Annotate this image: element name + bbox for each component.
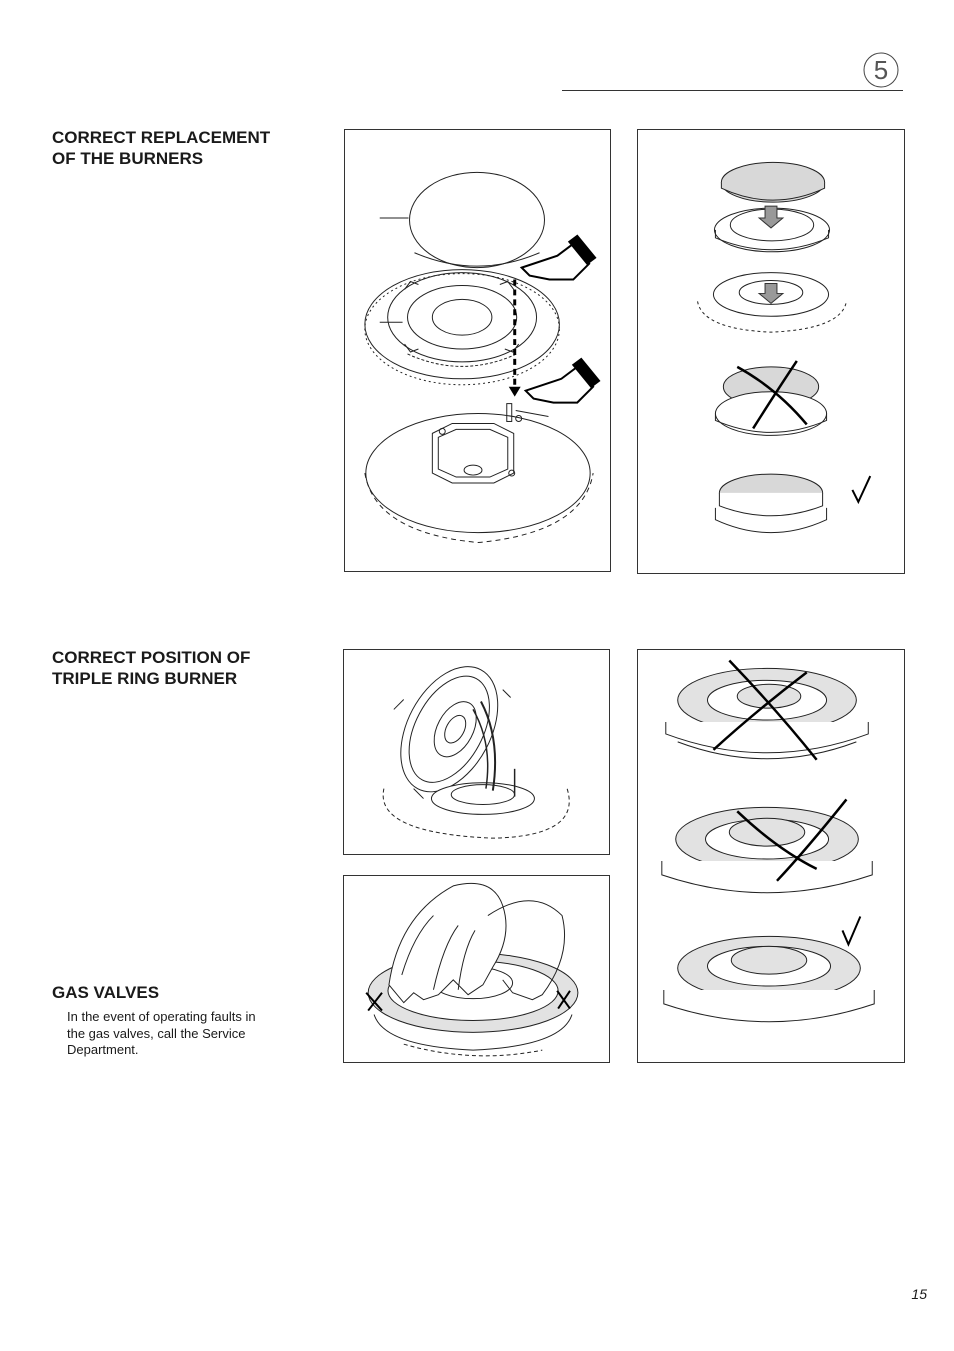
wrong-mark-icon — [736, 360, 808, 430]
arrow-down-icon — [757, 205, 785, 305]
figure-triple-ring-fitting — [343, 649, 610, 855]
figure-burner-cap-correct-incorrect — [637, 129, 905, 574]
burner-cap-check-illustration — [697, 161, 872, 534]
triple-ring-lift-illustration — [382, 666, 570, 839]
section-title-burner-replacement: CORRECT REPLACEMENT OF THE BURNERS — [52, 128, 271, 168]
hand-placing-ring-illustration — [365, 882, 579, 1057]
gas-valves-body: In the event of operating faults in the … — [67, 1009, 256, 1057]
correct-mark-icon — [851, 475, 872, 505]
section-title-gas-valves: GAS VALVES — [52, 983, 160, 1002]
chapter-number: 5 — [874, 55, 888, 85]
chapter-number-badge: 5 — [863, 52, 899, 88]
correct-mark-icon — [841, 916, 862, 947]
header-rule — [562, 90, 903, 91]
wrong-mark-icon — [712, 659, 848, 882]
wrong-mark-icon — [365, 990, 571, 1012]
burner-assembly-illustration — [364, 171, 601, 544]
figure-triple-ring-positions — [637, 649, 905, 1063]
section-title-triple-ring: CORRECT POSITION OF TRIPLE RING BURNER — [52, 648, 251, 688]
page-number: 15 — [911, 1286, 927, 1302]
figure-burner-exploded-assembly — [344, 129, 611, 572]
triple-ring-check-illustration — [661, 659, 875, 1023]
figure-triple-ring-hand-placement — [343, 875, 610, 1063]
